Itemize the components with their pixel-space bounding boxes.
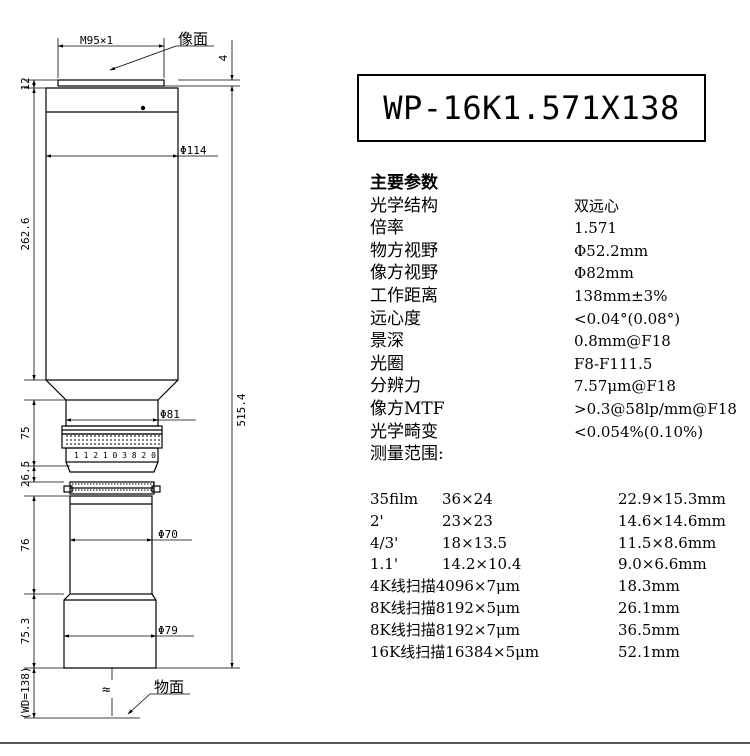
- spec-row: 光学结构 双远心: [370, 195, 619, 218]
- spec-row: 远心度 <0.04°(0.08°): [370, 308, 680, 331]
- range-name: 8K线扫描8192×7μm: [370, 620, 521, 639]
- spec-value: <0.054%(0.10%): [574, 422, 704, 441]
- spec-value: 7.57μm@F18: [574, 377, 676, 396]
- spec-value: F8-F111.5: [574, 354, 653, 373]
- range-row: 8K线扫描8192×5μm 26.1mm: [370, 598, 750, 620]
- dim-12: 12: [19, 77, 32, 90]
- range-name: 8K线扫描8192×5μm: [370, 598, 521, 617]
- spec-row: 景深 0.8mm@F18: [370, 330, 671, 353]
- spec-label: 景深: [370, 331, 404, 352]
- dim-26-5: 26.5: [19, 461, 32, 488]
- spec-label: 光学畸变: [370, 421, 438, 442]
- spec-value: Φ52.2mm: [574, 241, 649, 260]
- spec-value: 双远心: [574, 196, 620, 215]
- range-row: 35film 36×24 22.9×15.3mm: [370, 489, 750, 511]
- spec-label: 像方视野: [370, 263, 438, 284]
- spec-value: 1.571: [574, 219, 617, 238]
- ring-markings: 1 1 2 1 0 3 8 2 0: [74, 451, 156, 460]
- range-name: 1.1': [370, 555, 398, 574]
- model-title-box: WP-16K1.571X138: [357, 74, 706, 142]
- range-size: 23×23: [442, 511, 493, 530]
- spec-row: 测量范围:: [370, 443, 444, 466]
- spec-value: Φ82mm: [574, 264, 634, 283]
- range-field: 26.1mm: [618, 598, 680, 617]
- dia-70-label: Φ70: [158, 528, 178, 541]
- spec-label: 工作距离: [370, 285, 438, 306]
- range-name: 16K线扫描16384×5μm: [370, 642, 540, 661]
- range-row: 4/3' 18×13.5 11.5×8.6mm: [370, 533, 750, 555]
- spec-row: 倍率 1.571: [370, 217, 617, 240]
- range-row: 1.1' 14.2×10.4 9.0×6.6mm: [370, 554, 750, 576]
- range-field: 22.9×15.3mm: [618, 490, 726, 508]
- spec-label: 远心度: [370, 308, 421, 329]
- range-field: 36.5mm: [618, 620, 680, 639]
- range-row: 2' 23×23 14.6×14.6mm: [370, 511, 750, 533]
- range-row: 16K线扫描16384×5μm 52.1mm: [370, 642, 750, 664]
- range-row: 4K线扫描4096×7μm 18.3mm: [370, 576, 750, 598]
- spec-list: 主要参数 光学结构 双远心 倍率 1.571 物方视野 Φ52.2mm 像方视野 Φ82…: [370, 172, 737, 466]
- spec-value: >0.3@58lp/mm@F18: [574, 399, 737, 418]
- range-row: 8K线扫描8192×7μm 36.5mm: [370, 620, 750, 642]
- dim-76: 76: [19, 538, 32, 551]
- spec-value: 138mm±3%: [574, 286, 668, 305]
- front-barrel-79: [63, 593, 157, 669]
- dim-wd: (WD=138): [19, 667, 32, 720]
- range-field: 11.5×8.6mm: [618, 533, 717, 552]
- break-mark: ≈: [102, 682, 110, 698]
- dia-81-label: Φ81: [160, 408, 180, 421]
- spec-row: 像方MTF >0.3@58lp/mm@F18: [370, 398, 737, 421]
- model-name: WP-16K1.571X138: [383, 89, 680, 127]
- measurement-range-table: 35film 36×24 22.9×15.3mm 2' 23×23 14.6×14.6m…: [370, 489, 750, 663]
- spec-value: 0.8mm@F18: [574, 332, 671, 351]
- range-size: 14.2×10.4: [442, 555, 522, 574]
- dim-4: 4: [217, 54, 230, 61]
- barrel-taper: [45, 379, 179, 401]
- upper-barrel: [45, 87, 179, 381]
- lower-barrel-70: [69, 495, 153, 595]
- spec-label: 物方视野: [370, 240, 438, 261]
- range-field: 14.6×14.6mm: [618, 511, 726, 530]
- range-size: 18×13.5: [442, 533, 508, 552]
- spec-row: 像方视野 Φ82mm: [370, 262, 634, 285]
- middle-barrel: [65, 399, 159, 427]
- range-field: 9.0×6.6mm: [618, 555, 707, 574]
- object-plane-label: 物面: [154, 678, 184, 696]
- spec-row: 分辨力 7.57μm@F18: [370, 375, 676, 398]
- range-name: 4K线扫描4096×7μm: [370, 577, 521, 596]
- dim-total: 515.4: [235, 393, 248, 426]
- spec-row: 工作距离 138mm±3%: [370, 285, 667, 308]
- dim-262-6: 262.6: [19, 217, 32, 250]
- range-name: 2': [370, 511, 384, 530]
- spec-heading: 主要参数: [370, 173, 438, 193]
- range-field: 52.1mm: [618, 642, 680, 661]
- spec-label: 分辨力: [370, 376, 421, 397]
- spec-value: <0.04°(0.08°): [574, 309, 681, 328]
- spec-label: 像方MTF: [370, 398, 445, 419]
- range-field: 18.3mm: [618, 577, 680, 596]
- range-size: 36×24: [442, 490, 493, 508]
- top-flange: [57, 79, 165, 87]
- dia-79-label: Φ79: [158, 624, 178, 637]
- dim-75-3: 75.3: [19, 618, 32, 645]
- bottom-divider: [0, 742, 750, 744]
- spec-row: 光圈 F8-F111.5: [370, 353, 652, 376]
- dim-75-upper: 75: [19, 426, 32, 439]
- range-name: 4/3': [370, 533, 399, 552]
- image-plane-label: 像面: [178, 30, 208, 48]
- spec-label: 光圈: [370, 353, 404, 374]
- spec-row: 光学畸变 <0.054%(0.10%): [370, 421, 703, 444]
- spec-label: 光学结构: [370, 195, 438, 216]
- thread-label: M95×1: [80, 34, 113, 47]
- spec-row: 物方视野 Φ52.2mm: [370, 240, 648, 263]
- dia-114-label: Φ114: [180, 144, 207, 157]
- range-name: 35film: [370, 490, 419, 508]
- spec-label: 测量范围:: [370, 444, 444, 465]
- spec-label: 倍率: [370, 218, 404, 239]
